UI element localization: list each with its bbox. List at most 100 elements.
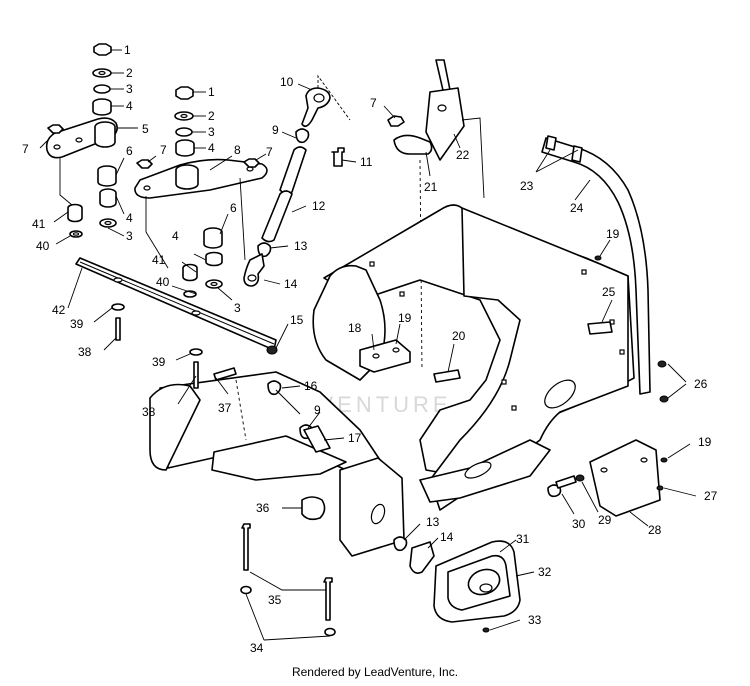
washer-3c	[175, 127, 193, 137]
bushing-41a	[67, 203, 83, 223]
callout-17: 17	[348, 431, 362, 445]
callout-12: 12	[312, 199, 326, 213]
frame-front-lip	[149, 383, 201, 471]
spacer-6a	[97, 165, 117, 187]
callout-40: 40	[156, 275, 170, 289]
callout-32: 32	[538, 565, 552, 579]
bolt-20	[433, 369, 461, 383]
part-36	[301, 496, 326, 521]
lower-bolts	[240, 496, 435, 637]
callout-11: 11	[360, 155, 373, 169]
callout-18: 18	[348, 321, 362, 335]
callout-1: 1	[208, 85, 215, 99]
bushing-4b	[99, 188, 117, 208]
callout-34: 34	[250, 641, 264, 655]
arm-8	[134, 158, 268, 199]
bushing-4a	[92, 98, 112, 116]
callout-13: 13	[426, 515, 440, 529]
washer-39a	[111, 303, 125, 311]
callout-31: 31	[516, 532, 530, 546]
callout-33: 33	[528, 613, 542, 627]
callout-7: 7	[266, 145, 273, 159]
nut-26a	[657, 360, 667, 368]
footer-credit: Rendered by LeadVenture, Inc.	[291, 665, 459, 679]
callout-13: 13	[294, 239, 308, 253]
nut-7a	[47, 124, 64, 134]
main-frame	[149, 204, 635, 557]
callout-36: 36	[256, 501, 270, 515]
tube-24	[541, 137, 651, 395]
nut-34a	[240, 585, 252, 595]
screw-27	[656, 485, 664, 491]
callout-39: 39	[152, 355, 166, 369]
bushing-41b	[182, 263, 198, 282]
foot-plate	[211, 435, 347, 481]
callout-3: 3	[234, 301, 241, 315]
center-hardware-stack	[47, 86, 268, 298]
bushing-4c	[175, 139, 195, 157]
callout-2: 2	[208, 109, 215, 123]
callout-25: 25	[602, 285, 616, 299]
callout-21: 21	[424, 180, 438, 194]
nut-34b	[324, 627, 336, 637]
callout-29: 29	[598, 513, 612, 527]
bolt-25	[587, 321, 613, 335]
callout-22: 22	[456, 148, 470, 162]
callout-2: 2	[126, 66, 133, 80]
rod-end-10	[301, 87, 331, 128]
callout-3: 3	[126, 229, 133, 243]
bushing-4d	[205, 251, 223, 267]
bracket-22	[425, 87, 465, 161]
callout-19: 19	[698, 435, 712, 449]
grip-end-b	[571, 145, 583, 163]
hub-8	[175, 164, 199, 190]
callout-42: 42	[52, 303, 66, 317]
callout-4: 4	[126, 99, 133, 113]
nut-13b	[393, 536, 408, 552]
callout-41: 41	[152, 253, 166, 267]
callout-41: 41	[32, 217, 46, 231]
left-hardware-stack	[45, 43, 118, 238]
leader-lines	[39, 49, 697, 641]
callout-39: 39	[70, 317, 84, 331]
nut-26b	[659, 395, 669, 403]
screw-33	[482, 627, 490, 633]
callout-3: 3	[208, 125, 215, 139]
callout-9: 9	[314, 403, 321, 417]
callout-6: 6	[126, 144, 133, 158]
nut-7c	[243, 158, 260, 168]
grip-end-a	[545, 135, 557, 151]
callout-7: 7	[370, 96, 377, 110]
callout-7: 7	[160, 143, 167, 157]
callout-19: 19	[398, 311, 412, 325]
tie-rod-assembly	[243, 74, 351, 287]
washer-3a	[93, 84, 111, 94]
callout-26: 26	[694, 377, 708, 391]
callout-4: 4	[208, 141, 215, 155]
callout-5: 5	[142, 122, 149, 136]
boot-center	[479, 583, 493, 593]
callout-3: 3	[126, 82, 133, 96]
callout-24: 24	[570, 201, 584, 215]
callout-4: 4	[126, 211, 133, 225]
callout-6: 6	[230, 201, 237, 215]
callout-38: 38	[142, 405, 156, 419]
callout-40: 40	[36, 239, 50, 253]
callout-38: 38	[78, 345, 92, 359]
callout-35: 35	[268, 593, 282, 607]
washer-39b	[189, 348, 203, 356]
steering-shaft	[387, 59, 485, 371]
lower-right-parts	[547, 439, 668, 517]
mount-brackets	[359, 255, 613, 383]
spacer-6b	[203, 227, 223, 249]
bolt-38a	[115, 317, 121, 341]
screw-19c	[660, 457, 668, 463]
callout-14: 14	[284, 277, 298, 291]
bolt-38b	[193, 361, 199, 389]
tube-12a	[279, 146, 307, 195]
nut-1b	[175, 86, 194, 100]
hub-5	[94, 121, 116, 148]
callout-labels: 1 2 3 4 5 7 6 4 3 41 40 1 2 3 4 7 8 7 6 …	[22, 43, 718, 655]
screw-19a	[594, 255, 602, 261]
